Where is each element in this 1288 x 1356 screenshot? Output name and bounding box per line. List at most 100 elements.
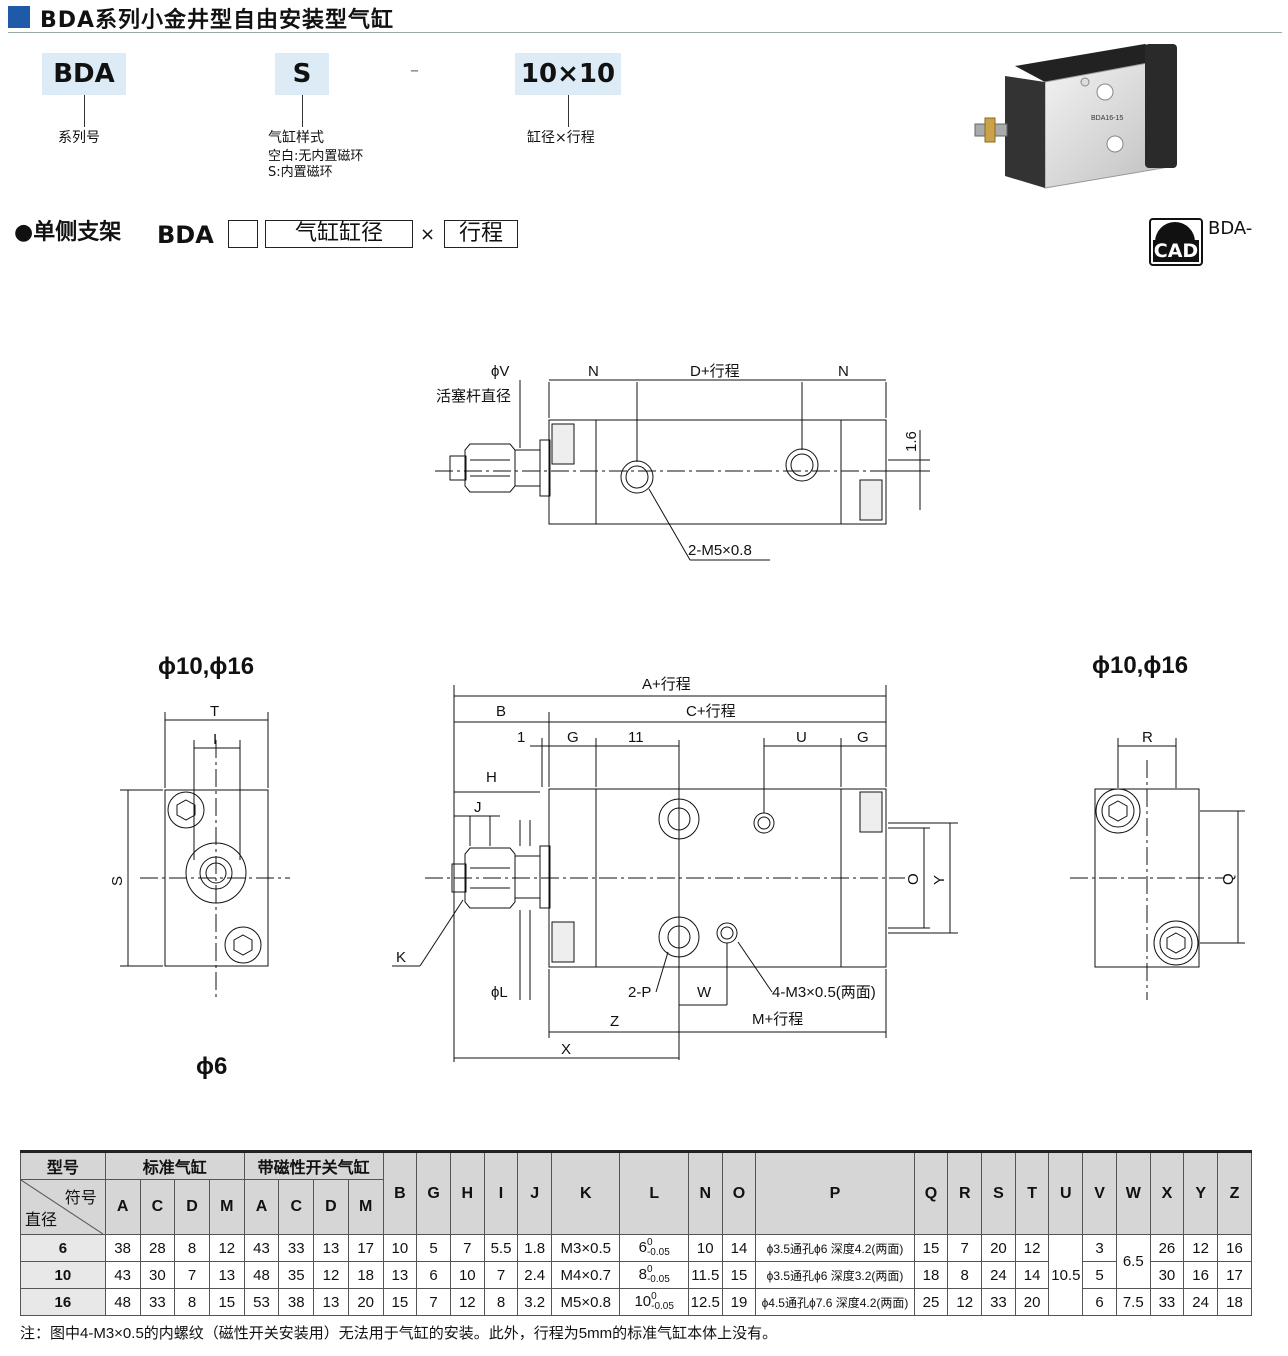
dim-M-stroke: M+行程 [752, 1011, 803, 1028]
th-R: R [947, 1150, 983, 1235]
cell-L: 60-0.05 [619, 1234, 689, 1262]
section-name: 单侧支架 [33, 220, 122, 245]
cell-L-tol-low: -0.05 [646, 1274, 670, 1285]
section-model: BDA [157, 221, 214, 249]
cell-X: 26 [1149, 1234, 1185, 1262]
th-symbol: 符号 [64, 1190, 97, 1207]
th-std-D: D [174, 1179, 210, 1235]
cell-mD: 13 [313, 1288, 349, 1316]
cell-L-val: 8 [638, 1265, 647, 1283]
cell-Q: 25 [913, 1288, 949, 1316]
section-bore-box: 气缸缸径 [265, 220, 413, 248]
dim-2P: 2-P [628, 984, 651, 1001]
section-bullet: ● [14, 220, 34, 245]
row-bore: 6 [20, 1234, 106, 1262]
code-dash: – [410, 60, 419, 81]
cell-O: 15 [721, 1261, 757, 1289]
th-T: T [1014, 1150, 1050, 1235]
cell-L-tol-up: 0 [651, 1291, 657, 1302]
cell-I: 5.5 [483, 1234, 519, 1262]
cell-Z: 18 [1217, 1288, 1252, 1316]
cad-badge-text: CAD [1153, 240, 1199, 262]
cell-R: 8 [947, 1261, 983, 1289]
cell-K: M3×0.5 [551, 1234, 621, 1262]
dim-I: I [213, 731, 217, 748]
cell-D: 8 [174, 1288, 210, 1316]
cell-P: ϕ3.5通孔ϕ6 深度4.2(两面) [755, 1234, 915, 1262]
cell-S: 20 [981, 1234, 1016, 1262]
cell-G: 7 [416, 1288, 451, 1316]
th-symbol-bore: 符号 直径 [20, 1179, 106, 1235]
cell-mC: 33 [278, 1234, 315, 1262]
cell-mM: 18 [347, 1261, 384, 1289]
th-bore: 直径 [25, 1212, 58, 1229]
cell-mA: 48 [243, 1261, 280, 1289]
cell-L-tol-low: -0.05 [651, 1301, 674, 1312]
cad-icon[interactable]: CAD [1149, 218, 1203, 266]
th-mag-D: D [313, 1179, 349, 1235]
cell-Y: 12 [1183, 1234, 1218, 1262]
cell-L-val: 10 [634, 1292, 652, 1310]
code-style-leader [302, 95, 303, 127]
dim-X: X [561, 1041, 571, 1058]
right-view-title: ϕ10,ϕ16 [1092, 652, 1188, 679]
dim-C-stroke: C+行程 [686, 703, 736, 720]
dim-N-left: N [588, 363, 599, 380]
dim-K: K [396, 949, 406, 966]
cell-A: 38 [104, 1234, 141, 1262]
cell-M: 12 [208, 1234, 245, 1262]
spec-table: 型号 标准气缸 带磁性开关气缸 B G H I J K L N O P Q R … [20, 1150, 1252, 1316]
code-style: S [275, 53, 329, 95]
cell-Q: 15 [913, 1234, 949, 1262]
cell-G: 6 [416, 1261, 451, 1289]
cell-S: 33 [981, 1288, 1016, 1316]
code-series: BDA [42, 53, 126, 95]
section-blank-box [228, 220, 258, 248]
th-Z: Z [1217, 1150, 1252, 1235]
cell-I: 8 [483, 1288, 519, 1316]
cell-R: 7 [947, 1234, 983, 1262]
row-bore: 16 [20, 1288, 106, 1316]
th-std-C: C [139, 1179, 176, 1235]
th-std-A: A [104, 1179, 141, 1235]
product-photo: BDA16-15 [974, 44, 1177, 189]
left-view-bottom: ϕ6 [196, 1053, 227, 1080]
th-Q: Q [913, 1150, 949, 1235]
dim-A-stroke: A+行程 [642, 676, 691, 693]
cell-W: 7.5 [1115, 1288, 1151, 1316]
dim-Q: Q [1220, 873, 1237, 885]
dim-port: 2-M5×0.8 [688, 542, 752, 559]
cell-D: 8 [174, 1234, 210, 1262]
cell-V: 5 [1082, 1261, 1117, 1289]
cell-J: 2.4 [517, 1261, 553, 1289]
cell-A: 48 [104, 1288, 141, 1316]
cell-H: 12 [449, 1288, 485, 1316]
cell-mC: 35 [278, 1261, 315, 1289]
code-size: 10×10 [515, 53, 621, 95]
cell-L-tol-up: 0 [646, 1237, 653, 1248]
title-marker [8, 6, 30, 28]
cell-Z: 16 [1217, 1234, 1252, 1262]
cell-Z: 17 [1217, 1261, 1252, 1289]
cell-L: 80-0.05 [619, 1261, 689, 1289]
dim-phiL: ϕL [491, 984, 508, 1001]
left-end-view: ϕ10,ϕ16 T I S ϕ6 [109, 653, 290, 1080]
dim-S: S [109, 876, 126, 886]
cell-H: 7 [449, 1234, 485, 1262]
th-W: W [1115, 1150, 1151, 1235]
cell-Q: 18 [913, 1261, 949, 1289]
dim-H: H [486, 769, 497, 786]
th-X: X [1149, 1150, 1185, 1235]
code-style-label: 气缸样式 [268, 130, 324, 146]
cell-mM: 20 [347, 1288, 384, 1316]
code-series-label: 系列号 [58, 130, 100, 146]
cell-J: 3.2 [517, 1288, 553, 1316]
cell-O: 14 [721, 1234, 757, 1262]
dim-1: 1 [517, 729, 525, 746]
product-label: BDA16-15 [1091, 115, 1123, 122]
table-row: 10 43 30 7 13 48 35 12 18 13 6 10 7 2.4 … [20, 1261, 1252, 1289]
cad-text: BDA- [1208, 218, 1253, 239]
cell-H: 10 [449, 1261, 485, 1289]
th-mag-M: M [347, 1179, 384, 1235]
cell-N: 10 [687, 1234, 723, 1262]
